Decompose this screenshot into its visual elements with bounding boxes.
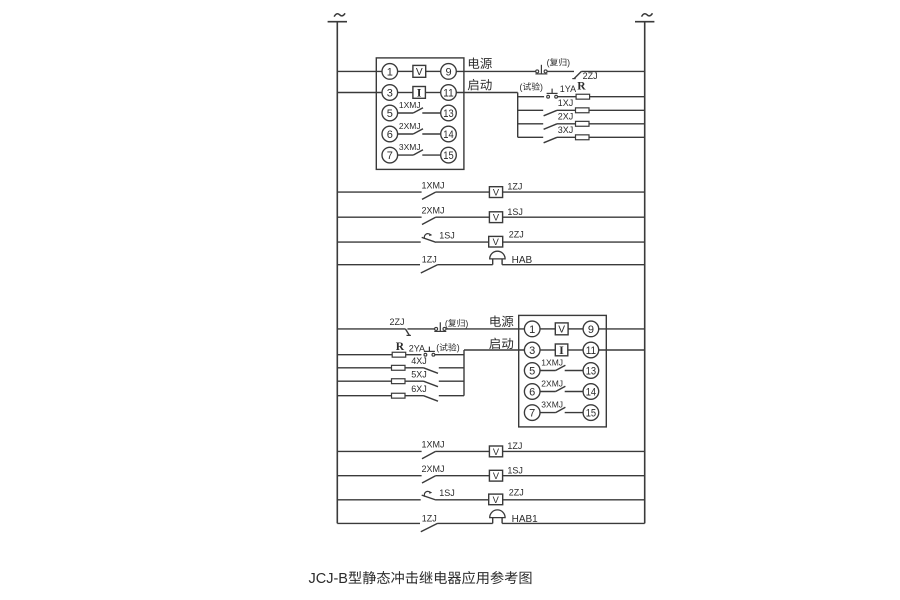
svg-text:6: 6 (529, 387, 535, 399)
svg-text:1XJ: 1XJ (558, 98, 574, 108)
svg-text:4XJ: 4XJ (411, 356, 427, 366)
svg-text:2XMJ: 2XMJ (541, 379, 563, 389)
svg-text:V: V (558, 325, 565, 336)
svg-text:V: V (493, 447, 500, 457)
svg-text:2ZJ: 2ZJ (390, 317, 405, 327)
svg-text:V: V (493, 471, 500, 481)
svg-text:1SJ: 1SJ (507, 207, 523, 217)
svg-text:11: 11 (443, 88, 453, 100)
svg-text:HAB1: HAB1 (512, 514, 539, 525)
svg-text:I: I (417, 86, 422, 100)
svg-text:2XMJ: 2XMJ (422, 205, 445, 215)
svg-text:2XJ: 2XJ (558, 112, 574, 122)
svg-text:7: 7 (529, 408, 535, 420)
svg-text:3: 3 (529, 345, 535, 357)
svg-text:): ) (540, 82, 543, 92)
svg-text:JCJ-B: JCJ-B (309, 571, 348, 587)
svg-text:3: 3 (387, 88, 393, 100)
svg-text:13: 13 (586, 366, 596, 378)
svg-text:3XMJ: 3XMJ (541, 400, 563, 410)
svg-text:11: 11 (586, 345, 596, 357)
svg-text:1: 1 (387, 66, 393, 78)
svg-text:2ZJ: 2ZJ (583, 71, 598, 81)
svg-text:1XMJ: 1XMJ (399, 100, 421, 110)
svg-text:15: 15 (443, 150, 453, 162)
svg-text:): ) (457, 343, 460, 353)
svg-text:1: 1 (529, 324, 535, 336)
svg-text:1XMJ: 1XMJ (541, 358, 563, 368)
svg-text:R: R (396, 341, 405, 353)
svg-text:1SJ: 1SJ (439, 230, 455, 240)
svg-text:1ZJ: 1ZJ (507, 441, 522, 451)
svg-text:R: R (577, 81, 586, 93)
svg-text:14: 14 (443, 129, 453, 141)
svg-text:5XJ: 5XJ (411, 370, 427, 380)
svg-text:(: ( (445, 318, 448, 328)
svg-text:I: I (559, 343, 564, 357)
svg-text:1YA: 1YA (560, 84, 576, 94)
svg-text:15: 15 (586, 408, 596, 420)
svg-text:HAB: HAB (512, 255, 533, 266)
svg-text:1XMJ: 1XMJ (422, 440, 445, 450)
svg-text:1SJ: 1SJ (439, 488, 455, 498)
svg-text:5: 5 (387, 108, 393, 120)
svg-text:V: V (493, 188, 500, 198)
svg-text:6: 6 (387, 129, 393, 141)
svg-text:1XMJ: 1XMJ (422, 180, 445, 190)
svg-text:3XJ: 3XJ (558, 125, 574, 135)
svg-text:2XMJ: 2XMJ (422, 464, 445, 474)
svg-text:7: 7 (387, 150, 393, 162)
svg-text:): ) (567, 57, 570, 67)
svg-text:2ZJ: 2ZJ (509, 487, 524, 497)
svg-text:1ZJ: 1ZJ (507, 182, 522, 192)
svg-text:): ) (465, 318, 468, 328)
svg-text:(: ( (436, 343, 439, 353)
svg-text:1ZJ: 1ZJ (422, 513, 437, 523)
svg-text:V: V (493, 237, 500, 247)
svg-text:13: 13 (443, 108, 453, 120)
svg-text:1SJ: 1SJ (507, 465, 523, 475)
svg-text:1ZJ: 1ZJ (422, 255, 437, 265)
svg-text:14: 14 (586, 387, 596, 399)
svg-text:V: V (493, 213, 500, 223)
svg-text:3XMJ: 3XMJ (399, 142, 421, 152)
svg-text:6XJ: 6XJ (411, 384, 427, 394)
svg-text:5: 5 (529, 366, 535, 378)
svg-text:2ZJ: 2ZJ (509, 230, 524, 240)
svg-text:V: V (493, 495, 500, 505)
svg-text:2XMJ: 2XMJ (399, 121, 421, 131)
svg-text:(: ( (520, 82, 523, 92)
svg-text:9: 9 (445, 66, 451, 78)
svg-text:9: 9 (588, 324, 594, 336)
svg-text:2YA: 2YA (409, 344, 425, 354)
svg-text:V: V (416, 67, 423, 78)
svg-text:(: ( (547, 57, 550, 67)
